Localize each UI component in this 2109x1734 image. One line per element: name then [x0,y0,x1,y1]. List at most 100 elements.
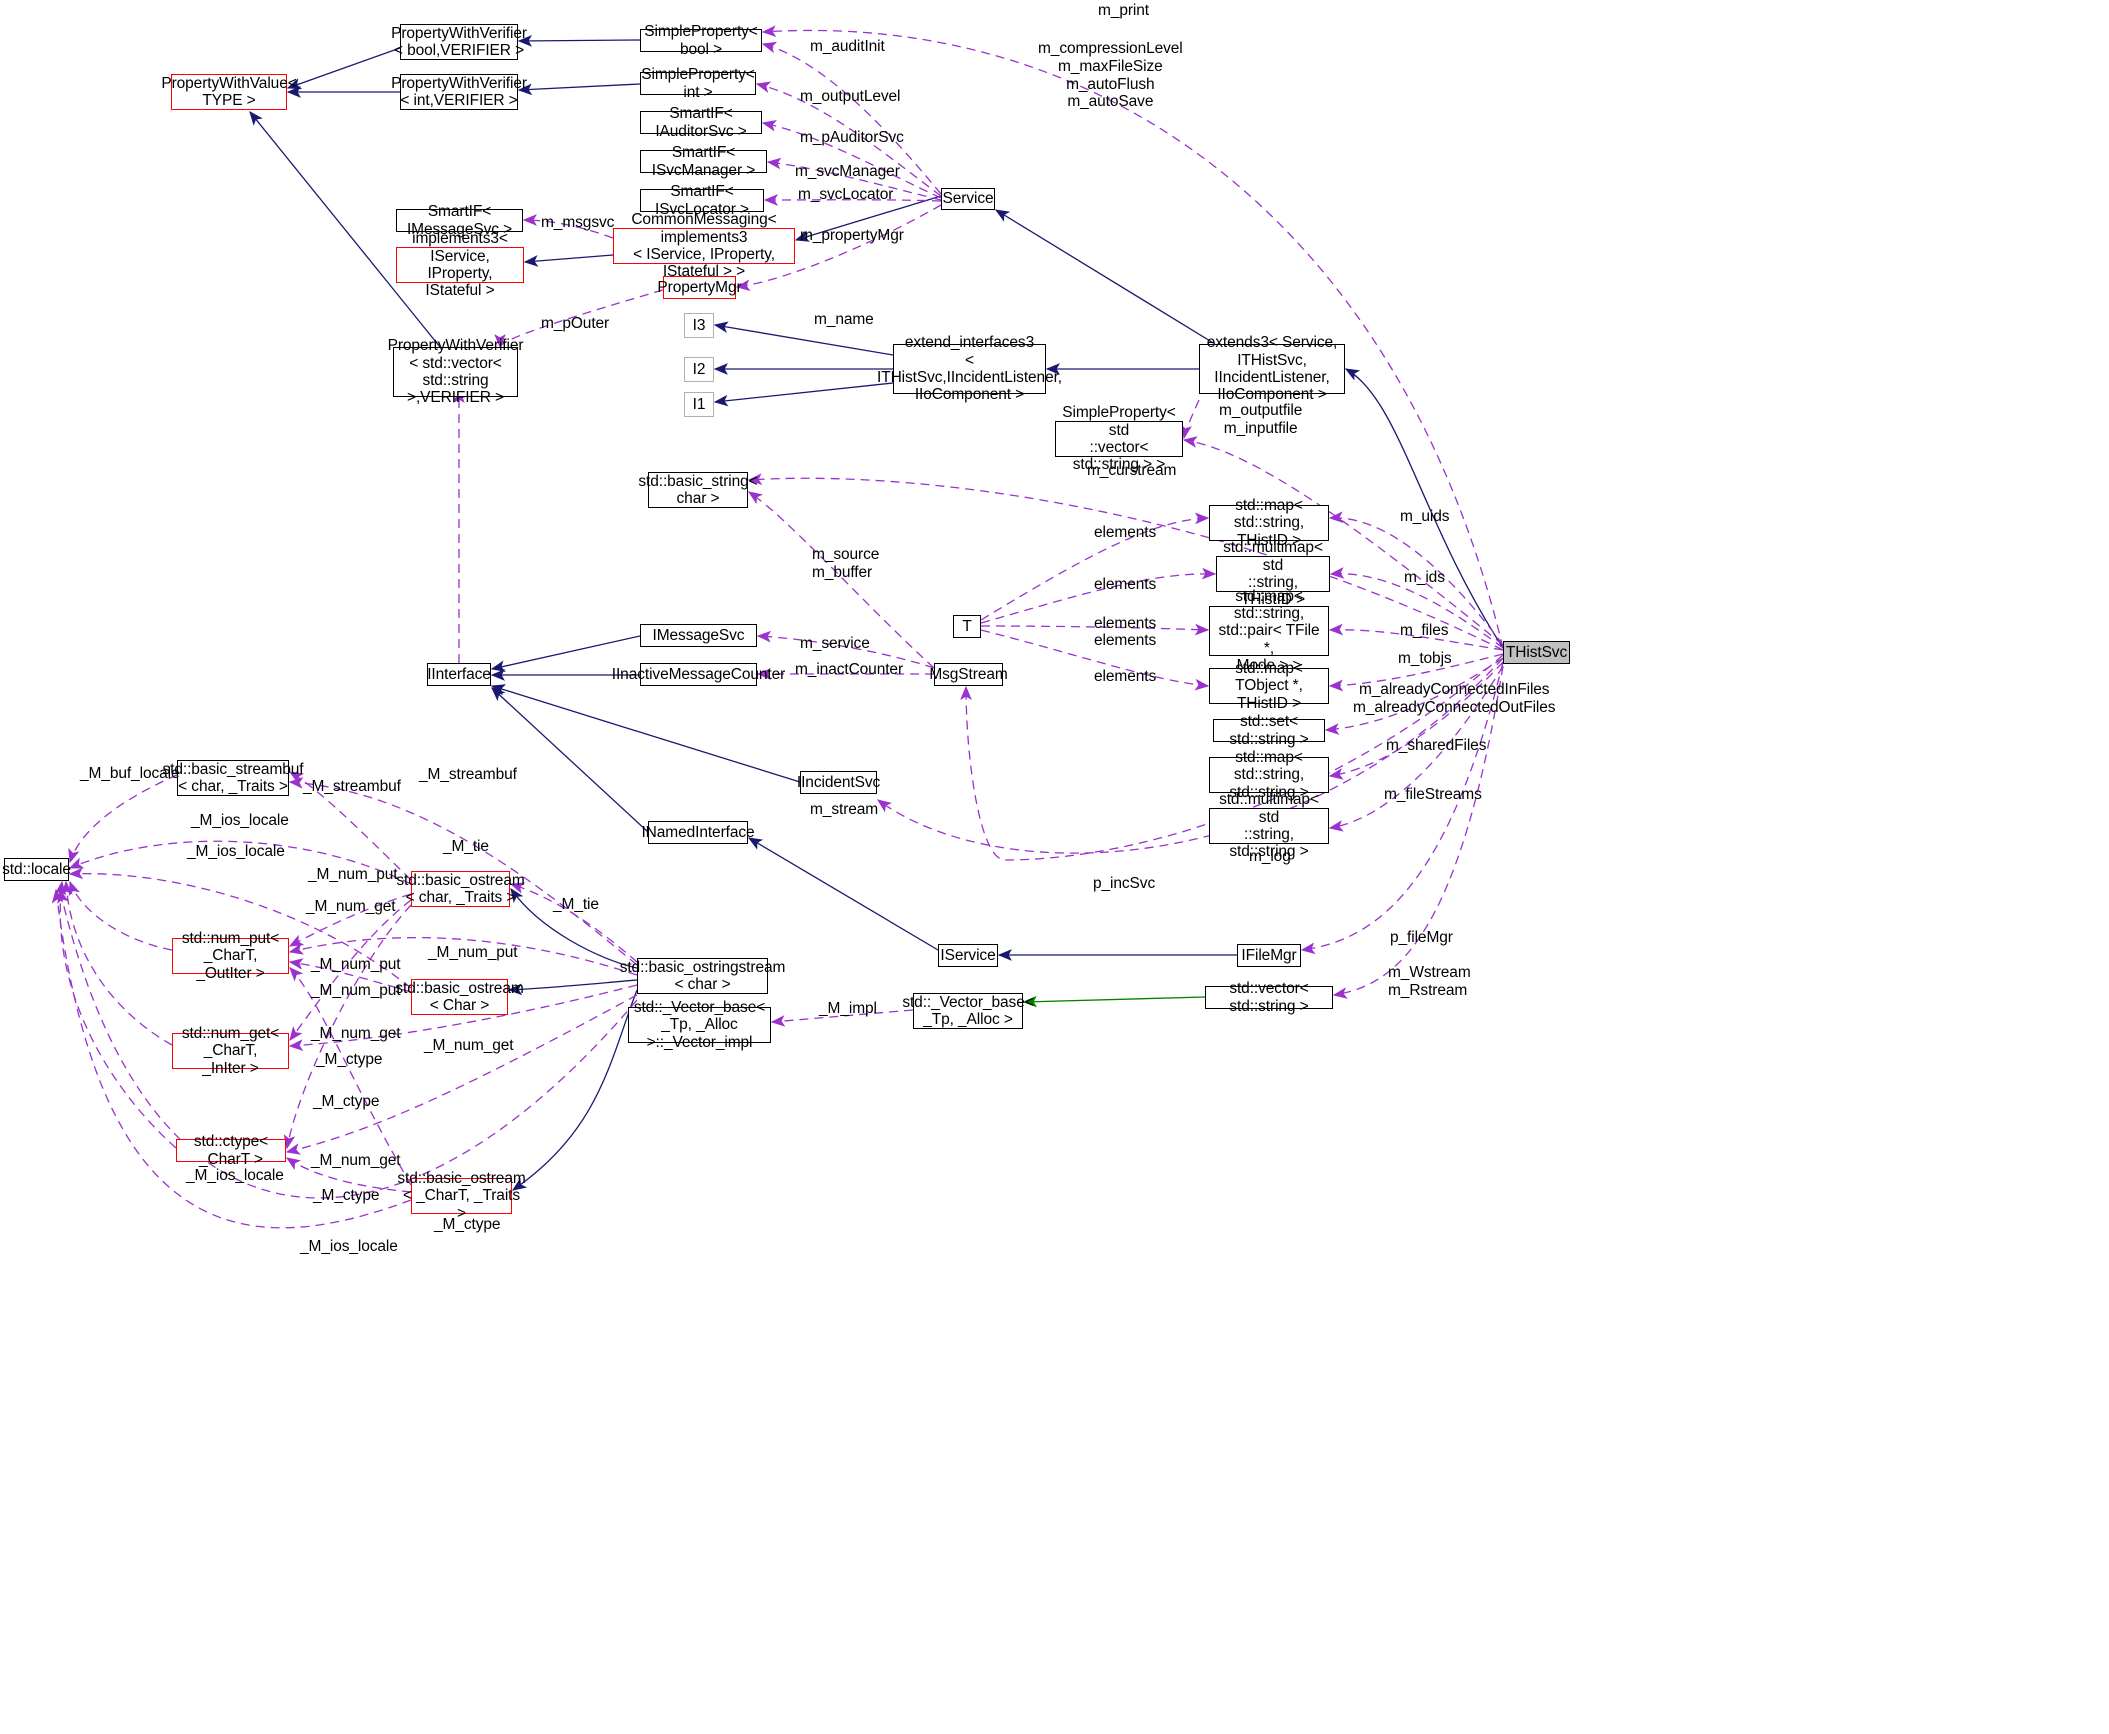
edge-simplePropBool-to-pwvBool [517,35,641,47]
edge-label-mAuditInit: m_auditInit [810,38,885,55]
class-node-simplePropVector[interactable]: SimpleProperty< std ::vector< std::strin… [1055,404,1183,473]
class-node-propertyMgr[interactable]: PropertyMgr [657,276,742,299]
edge-label-mPOuter: m_pOuter [541,315,610,332]
class-node-numGet[interactable]: std::num_get< _CharT, _InIter > [172,1025,289,1077]
class-node-mapStringTHistID[interactable]: std::map< std::string, THistID > [1209,497,1329,549]
class-node-iInactiveMessageCounter[interactable]: IInactiveMessageCounter [612,663,785,686]
edge-label-mName: m_name [814,311,874,328]
class-node-mapTObjectTHistID[interactable]: std::map< TObject *, THistID > [1209,660,1329,712]
edge-iNamedInterface-to-iInterface [491,687,649,833]
class-node-basicString[interactable]: std::basic_string< char > [638,472,758,508]
edge-extends3-to-simplePropVector [1180,399,1200,440]
edge-label-mPropertyMgr: m_propertyMgr [800,227,904,244]
edge-label-mPAuditorSvc: m_pAuditorSvc [800,129,904,146]
edge-label-mCtype4: _M_ctype [434,1216,501,1233]
edge-vectorString-to-vectorBase [1022,995,1206,1008]
edge-label-elements5: elements [1094,668,1157,685]
edge-label-mIosLocale2: _M_ios_locale [187,843,285,860]
edge-label-mTie1: _M_tie [443,838,489,855]
class-node-basicOstreamChar2[interactable]: std::basic_ostream < Char > [395,979,524,1015]
edge-simplePropInt-to-pwvInt [517,83,641,96]
class-node-simplePropBool[interactable]: SimpleProperty< bool > [640,23,762,58]
class-node-smartIFSvcLocator[interactable]: SmartIF< ISvcLocator > [640,183,764,218]
class-node-thistsvc[interactable]: THistSvc [1503,641,1570,664]
edge-label-mService: m_service [800,635,870,652]
edge-extendInterfaces3-to-i1 [713,382,894,407]
edge-label-pIncSvc: p_incSvc [1093,875,1156,892]
class-node-pwvVector[interactable]: PropertyWithVerifier < std::vector< std:… [387,337,524,407]
class-node-smartIFMessageSvc[interactable]: SmartIF< IMessageSvc > [396,203,523,238]
class-node-tNode[interactable]: T [953,615,981,638]
class-node-iFileMgr[interactable]: IFileMgr [1237,944,1301,967]
edge-label-mNumGet2: _M_num_get [424,1037,514,1054]
edge-label-mFileStreams: m_fileStreams [1384,786,1482,803]
class-node-iIncidentSvc[interactable]: IIncidentSvc [797,771,880,794]
class-node-msgStream[interactable]: MsgStream [929,663,1008,686]
class-node-propertyWithValue[interactable]: PropertyWithValue< TYPE > [161,74,297,110]
class-node-multimapStringString[interactable]: std::multimap< std ::string, std::string… [1209,791,1329,860]
edge-label-mNumPut4: _M_num_put [311,982,401,999]
class-node-smartIFAuditor[interactable]: SmartIF< IAuditorSvc > [640,105,762,140]
edge-label-mOutputfileGroup: m_outputfile m_inputfile [1219,402,1303,437]
class-node-pwvInt[interactable]: PropertyWithVerifier < int,VERIFIER > [391,74,527,110]
class-node-basicOstreamCharT[interactable]: std::basic_ostream < _CharT, _Traits > [397,1169,526,1222]
class-node-extendInterfaces3[interactable]: extend_interfaces3 < ITHistSvc,IIncident… [877,334,1063,404]
class-node-setString[interactable]: std::set< std::string > [1213,713,1325,748]
edge-label-mIosLocale4: _M_ios_locale [300,1238,398,1255]
edge-label-mAlreadyConnected: m_alreadyConnectedInFiles m_alreadyConne… [1353,681,1556,716]
class-node-basicOstringstream[interactable]: std::basic_ostringstream < char > [619,958,786,994]
edge-label-elements3: elements [1094,615,1157,632]
edge-label-mNumGet1: _M_num_get [306,898,396,915]
edge-label-mWstream: m_Wstream m_Rstream [1388,964,1471,999]
class-node-i2[interactable]: I2 [684,357,714,382]
edge-label-mImpl: _M_impl [819,1000,877,1017]
class-node-vectorBaseImpl[interactable]: std::_Vector_base< _Tp, _Alloc >::_Vecto… [628,999,771,1051]
class-node-smartIFSvcManager[interactable]: SmartIF< ISvcManager > [640,144,767,179]
class-node-multimapStringTHistID[interactable]: std::multimap< std ::string, THistID > [1216,539,1330,608]
class-node-basicStreambuf[interactable]: std::basic_streambuf < char, _Traits > [162,760,304,796]
edge-label-mPrint: m_print [1098,2,1149,19]
class-node-vectorString[interactable]: std::vector< std::string > [1205,980,1333,1015]
class-node-extends3[interactable]: extends3< Service, ITHistSvc, IIncidentL… [1199,334,1345,403]
class-node-commonMessaging[interactable]: CommonMessaging< implements3 < IService,… [613,211,795,280]
class-node-ctype[interactable]: std::ctype< _CharT > [176,1133,286,1168]
class-node-mapStringString[interactable]: std::map< std::string, std::string > [1209,749,1329,801]
template-edge-group [1022,995,1206,1008]
class-node-mapStringPairTFile[interactable]: std::map< std::string, std::pair< TFile … [1209,588,1329,674]
edge-label-mInactCounter: m_inactCounter [795,661,904,678]
edge-label-mMsgsvc: m_msgsvc [541,214,615,231]
class-node-simplePropInt[interactable]: SimpleProperty< int > [640,66,756,101]
edge-label-mIosLocale3: _M_ios_locale [186,1167,284,1184]
edge-basicOstringstream-to-basicOstreamChar2 [507,979,638,996]
edge-numPut-to-stdLocale [68,880,173,951]
edge-label-mNumGet3: _M_num_get [311,1025,401,1042]
edge-extendInterfaces3-to-i3 [713,321,894,356]
edge-label-mNumPut1: _M_num_put [308,866,398,883]
class-node-stdLocale[interactable]: std::locale [2,858,71,881]
class-node-i3[interactable]: I3 [684,313,714,338]
edge-label-mCurstream: m_curstream [1087,462,1177,479]
class-node-i1[interactable]: I1 [684,392,714,417]
edge-label-mLog: m_log [1249,848,1291,865]
class-node-iMessageSvc[interactable]: IMessageSvc [640,624,757,647]
edge-label-mUids: m_uids [1400,508,1450,525]
class-node-iInterface[interactable]: IInterface [427,663,491,686]
edge-pwvBool-to-propertyWithValue [286,47,401,90]
edge-iService-to-iNamedInterface [747,837,939,951]
edge-commonMessaging-to-implements3 [523,254,614,267]
class-node-pwvBool[interactable]: PropertyWithVerifier < bool,VERIFIER > [391,24,527,60]
edge-ctype-to-stdLocale [54,880,177,1149]
class-node-iNamedInterface[interactable]: INamedInterface [641,821,755,844]
class-node-vectorBase[interactable]: std::_Vector_base< _Tp, _Alloc > [902,993,1034,1029]
class-node-implements3[interactable]: implements3< IService, IProperty, IState… [396,230,524,299]
edge-label-mSvcManager: m_svcManager [795,163,900,180]
class-node-numPut[interactable]: std::num_put< _CharT, _OutIter > [172,930,289,982]
class-node-iService[interactable]: IService [938,944,998,967]
edge-label-mOutputLevel: m_outputLevel [800,88,901,105]
edge-label-mStreambuf2: _M_streambuf [303,778,401,795]
class-node-basicOstreamChar[interactable]: std::basic_ostream < char, _Traits > [396,871,525,907]
class-node-service[interactable]: Service [941,188,995,210]
edge-label-mSvcLocator: m_svcLocator [798,186,894,203]
edge-basicOstringstream-to-basicOstreamCharT [511,989,638,1191]
